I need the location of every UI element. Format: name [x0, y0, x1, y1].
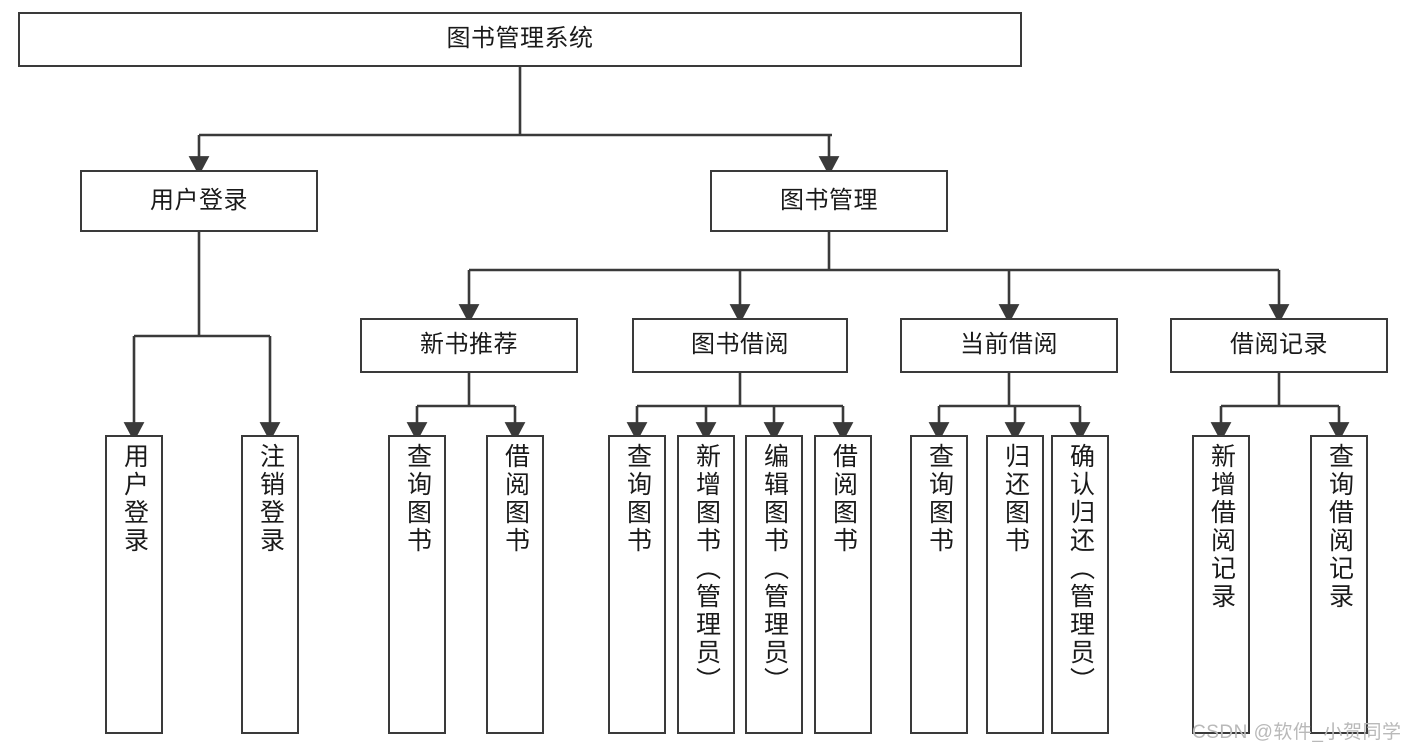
leaf-node-2[interactable]: 查询图书: [388, 435, 446, 734]
level3-node-2[interactable]: 当前借阅: [900, 318, 1118, 373]
node-label: 查询借阅记录: [1325, 443, 1354, 611]
node-label: 图书管理系统: [446, 25, 594, 53]
leaf-node-11[interactable]: 新增借阅记录: [1192, 435, 1250, 734]
leaf-node-6[interactable]: 编辑图书（管理员）: [745, 435, 803, 734]
node-label: 用户登录: [120, 443, 149, 555]
node-label: 查询图书: [925, 443, 954, 555]
node-label: 借阅记录: [1230, 331, 1328, 359]
leaf-node-12[interactable]: 查询借阅记录: [1310, 435, 1368, 734]
leaf-node-1[interactable]: 注销登录: [241, 435, 299, 734]
node-label: 查询图书: [403, 443, 432, 555]
leaf-node-0[interactable]: 用户登录: [105, 435, 163, 734]
node-label: 当前借阅: [960, 331, 1058, 359]
node-label: 编辑图书（管理员）: [760, 443, 789, 695]
leaf-node-5[interactable]: 新增图书（管理员）: [677, 435, 735, 734]
node-label: 查询图书: [623, 443, 652, 555]
leaf-node-4[interactable]: 查询图书: [608, 435, 666, 734]
node-label: 新增图书（管理员）: [692, 443, 721, 695]
root-node-0[interactable]: 图书管理系统: [18, 12, 1022, 67]
node-label: 归还图书: [1001, 443, 1030, 555]
leaf-node-8[interactable]: 查询图书: [910, 435, 968, 734]
leaf-node-9[interactable]: 归还图书: [986, 435, 1044, 734]
node-label: 用户登录: [150, 186, 248, 214]
level2-node-1[interactable]: 图书管理: [710, 170, 948, 232]
node-label: 借阅图书: [501, 443, 530, 555]
csdn-watermark: CSDN @软件_小贺同学: [1192, 722, 1402, 743]
node-label: 借阅图书: [829, 443, 858, 555]
node-label: 确认归还（管理员）: [1066, 443, 1095, 695]
node-label: 图书借阅: [691, 331, 789, 359]
node-label: 图书管理: [780, 186, 878, 214]
node-label: 新增借阅记录: [1207, 443, 1236, 611]
level3-node-1[interactable]: 图书借阅: [632, 318, 848, 373]
leaf-node-3[interactable]: 借阅图书: [486, 435, 544, 734]
level3-node-3[interactable]: 借阅记录: [1170, 318, 1388, 373]
level3-node-0[interactable]: 新书推荐: [360, 318, 578, 373]
leaf-node-10[interactable]: 确认归还（管理员）: [1051, 435, 1109, 734]
node-label: 新书推荐: [420, 331, 518, 359]
leaf-node-7[interactable]: 借阅图书: [814, 435, 872, 734]
node-label: 注销登录: [256, 443, 285, 555]
level2-node-0[interactable]: 用户登录: [80, 170, 318, 232]
